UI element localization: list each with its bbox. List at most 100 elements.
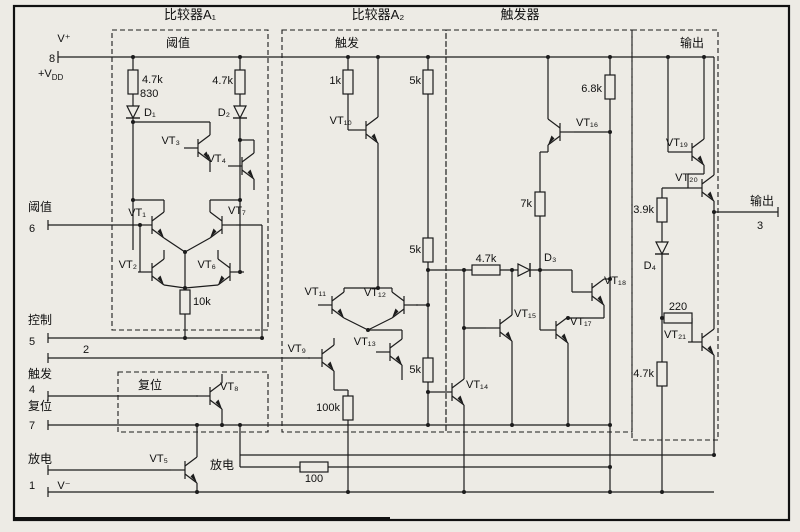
label-d1: D₁ bbox=[144, 107, 156, 119]
label-r-4.7k-b: 4.7k bbox=[212, 75, 233, 87]
label-vt3: VT₃ bbox=[161, 135, 180, 147]
transistor-vt14 bbox=[437, 378, 465, 406]
resistor-6.8k bbox=[604, 74, 616, 100]
resistor-5k-top bbox=[422, 69, 434, 95]
label-r-100k: 100k bbox=[316, 402, 340, 414]
pin-6: 6 bbox=[29, 223, 35, 235]
section-title-comparator-a1: 比较器A₁ bbox=[164, 7, 217, 22]
label-r-4.7k-ff: 4.7k bbox=[476, 253, 497, 265]
label-r-5k-low: 5k bbox=[409, 364, 421, 376]
label-r-4.7k-a: 4.7k bbox=[142, 74, 163, 86]
transistor-vt16 bbox=[547, 118, 575, 146]
label-vt10: VT₁₀ bbox=[330, 115, 352, 127]
label-vt15: VT₁₅ bbox=[514, 308, 536, 320]
label-vt20: VT₂₀ bbox=[675, 172, 698, 184]
diode-d3 bbox=[517, 262, 531, 278]
pin-label-trigger: 触发 bbox=[28, 366, 52, 381]
transistor-vt17 bbox=[541, 316, 569, 344]
transistor-vt5 bbox=[170, 456, 198, 484]
resistor-3.9k bbox=[656, 197, 668, 223]
resistor-7k bbox=[534, 191, 546, 217]
label-vt5: VT₅ bbox=[150, 453, 169, 465]
label-r-4.7k-out: 4.7k bbox=[633, 368, 654, 380]
resistor-4.7k-830 bbox=[127, 69, 139, 95]
transistor-vt12 bbox=[391, 291, 419, 319]
resistor-220 bbox=[663, 312, 693, 324]
transistor-vt3 bbox=[183, 134, 211, 162]
label-vt13: VT₁₃ bbox=[354, 336, 376, 348]
label-r-3.9k: 3.9k bbox=[633, 204, 654, 216]
label-r-6.8k: 6.8k bbox=[581, 83, 602, 95]
diode-d1 bbox=[125, 105, 141, 119]
label-vt17: VT₁₇ bbox=[570, 316, 592, 328]
box-output-stage bbox=[631, 29, 719, 441]
pin-2: 2 bbox=[83, 344, 89, 356]
transistors bbox=[137, 116, 715, 484]
sublabel-discharge-inner: 放电 bbox=[210, 457, 234, 472]
transistor-vt10 bbox=[351, 116, 379, 144]
section-boxes bbox=[111, 29, 719, 441]
section-title-flipflop: 触发器 bbox=[500, 7, 539, 22]
junction-dots bbox=[131, 55, 716, 494]
sublabel-trigger: 触发 bbox=[335, 35, 359, 50]
label-d2: D₂ bbox=[218, 107, 230, 119]
pin-label-control: 控制 bbox=[28, 313, 52, 327]
pin-label-threshold: 阈值 bbox=[28, 199, 52, 214]
label-vt21: VT₂₁ bbox=[664, 329, 686, 341]
label-r-220: 220 bbox=[669, 301, 687, 313]
box-reset bbox=[117, 371, 269, 433]
resistor-4.7k-ff bbox=[471, 264, 501, 276]
terminal-vdd: +VDD bbox=[38, 68, 64, 82]
resistor-4.7k-out bbox=[656, 361, 668, 387]
resistor-100 bbox=[299, 461, 329, 473]
resistors bbox=[127, 69, 693, 473]
label-vt7: VT₇ bbox=[228, 205, 246, 217]
label-d3: D₃ bbox=[544, 252, 556, 264]
terminal-vplus: V⁺ bbox=[57, 33, 70, 45]
label-vt9: VT₉ bbox=[288, 343, 306, 355]
diode-d2 bbox=[232, 105, 248, 119]
resistor-5k-mid bbox=[422, 237, 434, 263]
diode-d4 bbox=[654, 241, 670, 255]
pin-7: 7 bbox=[29, 420, 35, 432]
pin-label-reset: 复位 bbox=[28, 398, 52, 413]
box-comparator-a2 bbox=[281, 29, 447, 433]
label-d4: D₄ bbox=[644, 260, 657, 272]
sublabel-output: 输出 bbox=[680, 35, 704, 50]
resistor-10k bbox=[179, 289, 191, 315]
label-r-1k: 1k bbox=[329, 75, 341, 87]
transistor-vt8 bbox=[195, 382, 223, 410]
wires bbox=[47, 51, 779, 497]
transistor-vt13 bbox=[375, 338, 403, 366]
pin-5: 5 bbox=[29, 336, 35, 348]
label-vt2: VT₂ bbox=[119, 259, 137, 271]
label-vt12: VT₁₂ bbox=[364, 287, 386, 299]
pin-label-discharge: 放电 bbox=[28, 451, 52, 466]
resistor-5k-low bbox=[422, 357, 434, 383]
label-vt16: VT₁₆ bbox=[576, 117, 598, 129]
label-vt8: VT₈ bbox=[220, 381, 239, 393]
pin-3: 3 bbox=[757, 220, 763, 232]
sublabel-threshold: 阈值 bbox=[166, 35, 190, 50]
label-vt19: VT₁₉ bbox=[666, 137, 688, 149]
pin-label-output: 输出 bbox=[750, 193, 774, 208]
transistor-vt2 bbox=[137, 258, 165, 286]
label-vt18: VT₁₈ bbox=[604, 275, 626, 287]
label-r-5k-top: 5k bbox=[409, 75, 421, 87]
box-comparator-a1 bbox=[111, 29, 269, 331]
label-vt1: VT₁ bbox=[128, 207, 146, 219]
label-r-10k: 10k bbox=[193, 296, 211, 308]
resistor-4.7k-a1 bbox=[234, 69, 246, 95]
transistor-vt9 bbox=[307, 344, 335, 372]
pin-8: 8 bbox=[49, 53, 55, 65]
resistor-1k bbox=[342, 69, 354, 95]
sublabel-reset-inner: 复位 bbox=[138, 377, 162, 392]
section-title-comparator-a2: 比较器A₂ bbox=[352, 7, 405, 22]
label-r-7k: 7k bbox=[520, 198, 532, 210]
label-vt4: VT₄ bbox=[207, 153, 226, 165]
terminal-vminus: V⁻ bbox=[57, 480, 70, 492]
page-border bbox=[12, 4, 791, 522]
pin-4: 4 bbox=[29, 384, 35, 396]
label-vt11: VT₁₁ bbox=[305, 286, 327, 298]
